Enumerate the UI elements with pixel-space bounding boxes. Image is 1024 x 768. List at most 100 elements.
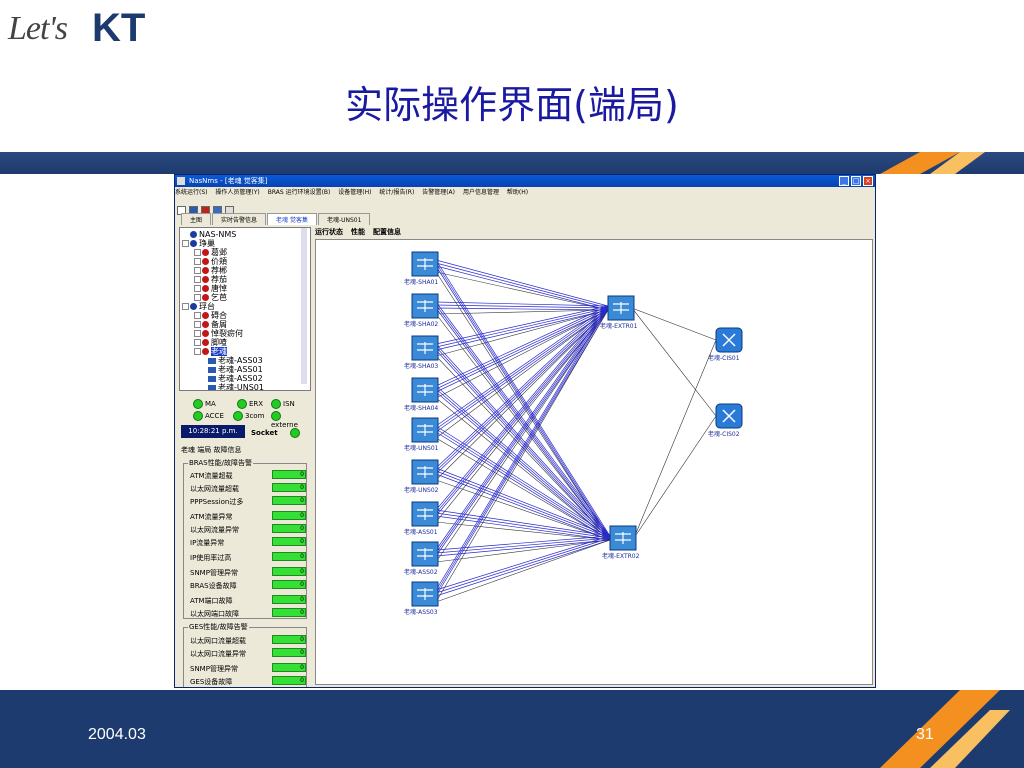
tree-item[interactable]: 脚喳 (182, 338, 227, 347)
menu-system[interactable]: 系统运行(S) (175, 189, 208, 196)
collapse-icon[interactable] (182, 240, 189, 247)
tree-item[interactable]: 乞芭 (182, 293, 227, 302)
app-window: NasNms - [老魂 觉客集] _ □ × 系统运行(S) 操作人员管理(Y… (174, 174, 876, 688)
tab-performance[interactable]: 性能 (351, 228, 365, 236)
switch-icon[interactable] (607, 295, 635, 321)
switch-icon[interactable] (411, 541, 439, 567)
network-link (435, 307, 609, 594)
tree-scrollbar[interactable] (301, 228, 307, 384)
menu-bar: 系统运行(S) 操作人员管理(Y) BRAS 运行环境设置(B) 设备管理(H)… (175, 187, 875, 199)
tree-group-2[interactable]: 琈台 (182, 302, 215, 311)
menu-device[interactable]: 设备管理(H) (338, 189, 372, 196)
collapse-icon[interactable] (194, 348, 201, 355)
tab-config[interactable]: 配置信息 (373, 228, 401, 236)
tree-item-label: 价頬 (211, 257, 227, 266)
footer-date: 2004.03 (88, 726, 146, 743)
tree-item[interactable]: 悼裂疬何 (182, 329, 243, 338)
tree-item-label: 碍合 (211, 311, 227, 320)
network-link (435, 307, 609, 430)
switch-icon[interactable] (411, 251, 439, 277)
network-link (435, 539, 611, 603)
main-tabs: 主图实时告警信息老魂 觉客集老魂-UNS01 (181, 213, 371, 225)
tab-run-status[interactable]: 运行状态 (315, 228, 343, 236)
router-icon[interactable] (715, 327, 743, 353)
expand-icon[interactable] (194, 294, 201, 301)
switch-icon[interactable] (411, 459, 439, 485)
fault-count-bar: 0 (272, 635, 306, 644)
network-link (435, 470, 611, 539)
tab-station[interactable]: 老魂 觉客集 (267, 213, 317, 225)
tree-device-item[interactable]: 老魂-ASS03 (182, 356, 263, 365)
tree-group-1[interactable]: 琤巢 (182, 239, 215, 248)
router-icon[interactable] (715, 403, 743, 429)
switch-icon[interactable] (411, 293, 439, 319)
tree-device-item[interactable]: 老魂-UNS01 (182, 383, 264, 390)
tree-item-label: 悼裂疬何 (211, 329, 243, 338)
expand-icon[interactable] (194, 285, 201, 292)
fault-count-bar: 0 (272, 511, 306, 520)
expand-icon[interactable] (194, 312, 201, 319)
tree-item[interactable]: 价頬 (182, 257, 227, 266)
network-link (435, 301, 611, 537)
led-acce: ACCE (193, 411, 224, 421)
led-erx: ERX (237, 399, 263, 409)
network-link (435, 535, 611, 591)
logo-kt: KT (92, 6, 146, 50)
device-tree: NAS-NMS 琤巢 葛邺价頬荐郴荐茄唐悼乞芭 琈台 碍合备屑悼裂疬何脚喳 老魂… (179, 227, 311, 391)
expand-icon[interactable] (194, 267, 201, 274)
network-link (435, 391, 611, 541)
switch-icon[interactable] (411, 501, 439, 527)
switch-icon[interactable] (609, 525, 637, 551)
menu-help[interactable]: 帮助(H) (506, 189, 529, 196)
fault-count-bar: 0 (272, 537, 306, 546)
menu-operators[interactable]: 操作人员管理(Y) (215, 189, 260, 196)
switch-icon[interactable] (411, 377, 439, 403)
tree-item[interactable]: 备屑 (182, 320, 227, 329)
expand-icon[interactable] (194, 339, 201, 346)
network-link (435, 307, 609, 472)
tree-item[interactable]: 荐郴 (182, 266, 227, 275)
expand-icon[interactable] (194, 276, 201, 283)
fault-label: ATM流量超载 (190, 472, 233, 480)
globe-icon (190, 303, 197, 310)
tree-device-item[interactable]: 老魂-ASS01 (182, 365, 263, 374)
fault-row: SNMP管理异常 (190, 568, 238, 578)
tab-uns01[interactable]: 老魂-UNS01 (317, 213, 371, 225)
network-link (435, 437, 611, 541)
switch-icon[interactable] (411, 335, 439, 361)
switch-icon[interactable] (411, 581, 439, 607)
tab-main[interactable]: 主图 (181, 213, 212, 225)
menu-alarm[interactable]: 告警管理(A) (422, 189, 456, 196)
tree-device-item[interactable]: 老魂-ASS02 (182, 374, 263, 383)
network-link (435, 309, 609, 517)
fault-row: SNMP管理异常 (190, 664, 238, 674)
tree-item[interactable]: 碍合 (182, 311, 227, 320)
status-led-icon (237, 399, 247, 409)
switch-icon[interactable] (411, 417, 439, 443)
maximize-button[interactable]: □ (851, 176, 861, 186)
tree-item-label: 荐茄 (211, 275, 227, 284)
expand-icon[interactable] (194, 321, 201, 328)
tree-item[interactable]: 荐茄 (182, 275, 227, 284)
tree-item[interactable]: 唐悼 (182, 284, 227, 293)
expand-icon[interactable] (194, 258, 201, 265)
title-bar: NasNms - [老魂 觉客集] _ □ × (175, 175, 875, 187)
menu-report[interactable]: 统计/报告(R) (379, 189, 415, 196)
menu-bras-env[interactable]: BRAS 运行环境设置(B) (267, 189, 331, 196)
network-link (435, 385, 611, 537)
led-ma: MA (193, 399, 216, 409)
collapse-icon[interactable] (182, 303, 189, 310)
expand-icon[interactable] (194, 330, 201, 337)
tree-root[interactable]: NAS-NMS (190, 230, 236, 239)
tree-item-selected[interactable]: 老魂 (182, 347, 227, 356)
expand-icon[interactable] (194, 249, 201, 256)
minimize-button[interactable]: _ (839, 176, 849, 186)
tab-realtime-alarm[interactable]: 实时告警信息 (212, 213, 267, 225)
menu-user-info[interactable]: 用户信息管理 (462, 189, 499, 196)
close-button[interactable]: × (863, 176, 873, 186)
tree-item-label: 老魂-ASS03 (218, 356, 263, 365)
network-link (435, 309, 609, 357)
fault-row: ATM端口故障 (190, 596, 233, 606)
tree-item[interactable]: 葛邺 (182, 248, 227, 257)
network-link (435, 305, 609, 345)
